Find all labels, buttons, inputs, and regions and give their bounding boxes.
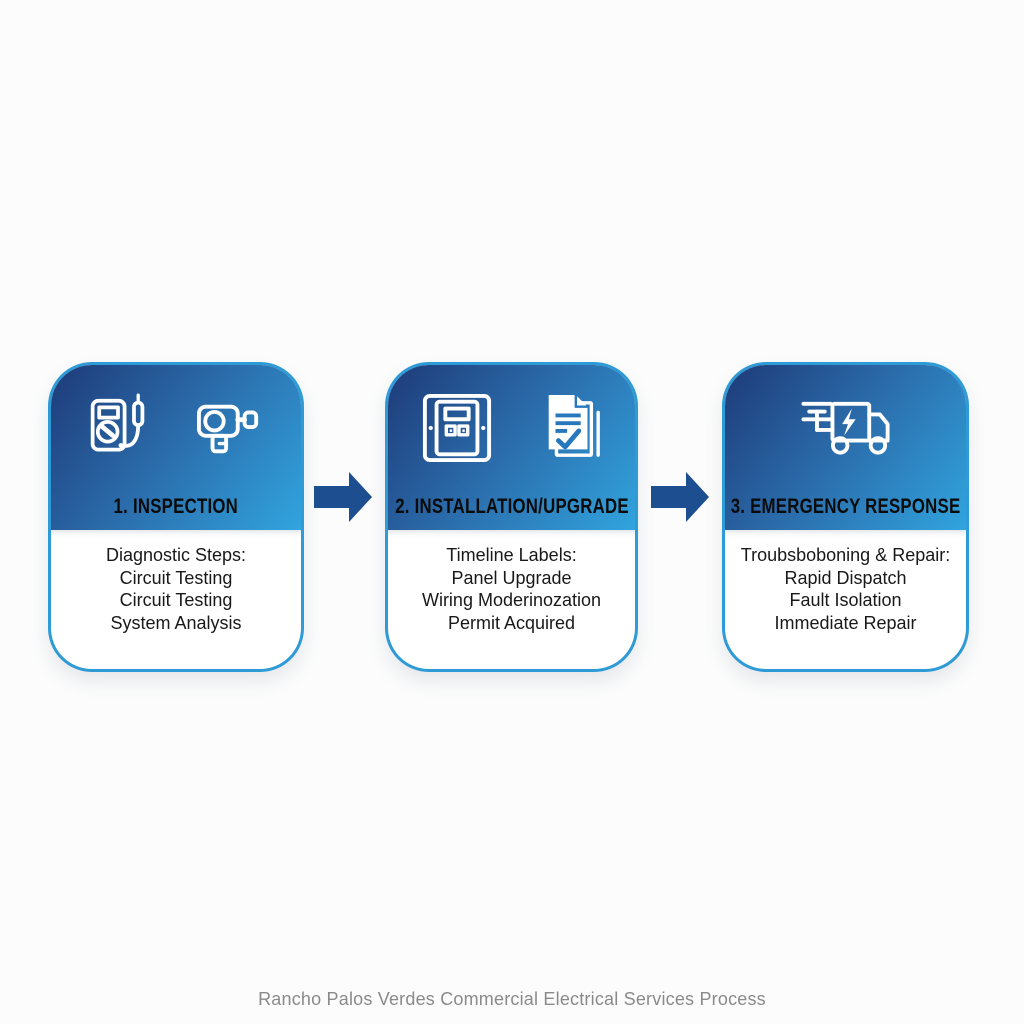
service-truck-icon	[795, 398, 897, 458]
step-title: 2. INSTALLATION/UPGRADE	[394, 495, 629, 518]
electrical-panel-icon	[421, 390, 493, 466]
step-card-emergency: 3. EMERGENCY RESPONSE Troubsboboning & R…	[722, 362, 969, 672]
step-card-body: Timeline Labels: Panel Upgrade Wiring Mo…	[388, 530, 635, 669]
step-card-header: 1. INSPECTION	[51, 365, 301, 530]
right-arrow-icon	[651, 472, 709, 522]
thermal-camera-icon	[195, 395, 265, 461]
step-title: 3. EMERGENCY RESPONSE	[730, 495, 961, 518]
step-card-body: Troubsboboning & Repair: Rapid Dispatch …	[725, 530, 966, 669]
step-detail-line: System Analysis	[110, 612, 242, 633]
step-detail-line: Fault Isolation	[789, 590, 902, 611]
permit-documents-icon	[539, 391, 603, 465]
step-detail-line: Diagnostic Steps:	[105, 545, 247, 565]
step-title: 1. INSPECTION	[113, 495, 239, 518]
step-detail-line: Permit Acquired	[447, 612, 576, 633]
caption: Rancho Palos Verdes Commercial Electrica…	[258, 989, 766, 1009]
step-card-installation: 2. INSTALLATION/UPGRADE Timeline Labels:…	[385, 362, 638, 672]
step-detail-line: Wiring Moderinozation	[421, 590, 602, 611]
step-detail-line: Troubsboboning & Repair:	[740, 545, 951, 565]
step-detail-line: Immediate Repair	[774, 612, 917, 633]
step-detail-line: Circuit Testing	[119, 567, 233, 588]
step-detail-line: Timeline Labels:	[446, 545, 577, 565]
icons-row	[795, 387, 897, 469]
step-detail-line: Panel Upgrade	[451, 567, 572, 588]
step-detail-line: Circuit Testing	[119, 590, 233, 611]
step-detail-line: Rapid Dispatch	[784, 567, 907, 588]
step-card-header: 2. INSTALLATION/UPGRADE	[388, 365, 635, 530]
icons-row	[87, 387, 265, 469]
right-arrow-icon	[314, 472, 372, 522]
icons-row	[421, 387, 603, 469]
step-card-inspection: 1. INSPECTION Diagnostic Steps: Circuit …	[48, 362, 304, 672]
multimeter-icon	[87, 393, 149, 463]
step-card-header: 3. EMERGENCY RESPONSE	[725, 365, 966, 530]
step-card-body: Diagnostic Steps: Circuit Testing Circui…	[51, 530, 301, 669]
